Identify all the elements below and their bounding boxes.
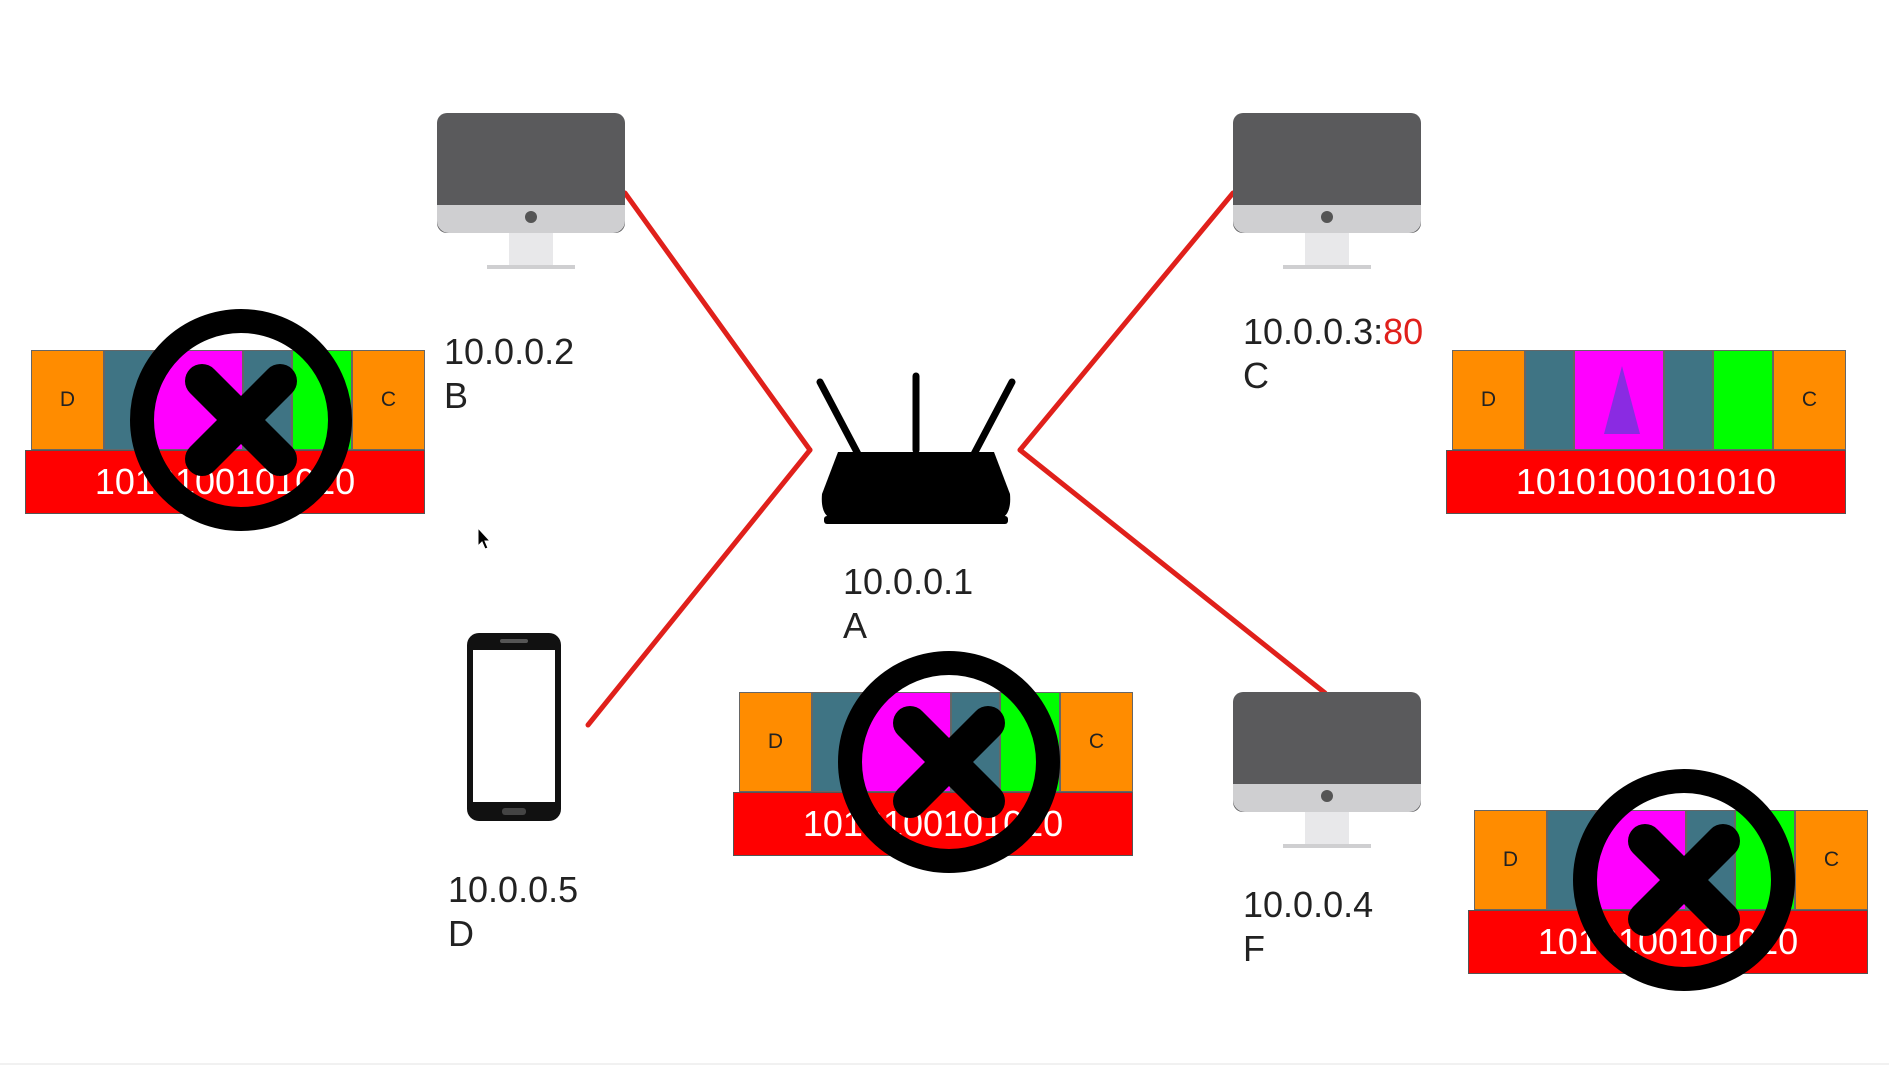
packet-header-field (1713, 350, 1773, 450)
packet-header-field (1664, 350, 1713, 450)
node-f-name: F (1243, 928, 1265, 969)
link-d-to-router (585, 447, 813, 728)
monitor-icon (1233, 113, 1421, 269)
packet-src-field: C (1773, 350, 1846, 450)
packet-dest-field: D (31, 350, 104, 450)
node-b-name: B (444, 375, 469, 416)
cross-circle-icon (838, 651, 1060, 873)
packet-header-field (1525, 350, 1574, 450)
node-f-ip: 10.0.0.4 (1243, 884, 1374, 925)
node-a-ip: 10.0.0.1 (843, 561, 974, 602)
monitor-icon (437, 113, 625, 269)
packet-src-field: C (352, 350, 425, 450)
link-b-to-router (622, 190, 813, 453)
router-icon (816, 372, 1016, 524)
cross-circle-icon (130, 309, 352, 531)
node-c-port-sep: : (1373, 311, 1384, 352)
packet-a: D C 1010100101010 (733, 651, 1139, 873)
packet-src-field: C (1060, 692, 1133, 792)
node-d-ip: 10.0.0.5 (448, 869, 579, 910)
flag-triangle-icon (1604, 366, 1640, 434)
node-c-ip: 10.0.0.3 (1243, 311, 1374, 352)
link-f-to-router (1017, 447, 1328, 696)
node-a-name: A (843, 605, 868, 646)
cross-circle-icon (1573, 769, 1795, 991)
bottom-border (0, 1063, 1889, 1065)
node-c-label: 10.0.0.3:80 C (1243, 310, 1423, 398)
packet-c: D C 1010100101010 (1446, 350, 1852, 515)
link-c-to-router (1017, 190, 1236, 453)
node-b-ip: 10.0.0.2 (444, 331, 575, 372)
node-c-address: 10.0.0.3:80 (1243, 310, 1423, 354)
packet-payload: 1010100101010 (1446, 450, 1846, 514)
node-f-label: 10.0.0.4 F (1243, 883, 1373, 971)
packet-f: D C 1010100101010 (1468, 769, 1874, 991)
node-c-name: C (1243, 355, 1269, 396)
packet-dest-field: D (1474, 810, 1547, 910)
packet-dest-field: D (1452, 350, 1525, 450)
mouse-pointer-icon (477, 527, 492, 550)
smartphone-icon (467, 633, 561, 821)
node-c-port: 80 (1383, 311, 1424, 352)
packet-src-field: C (1795, 810, 1868, 910)
monitor-icon (1233, 692, 1421, 848)
packet-b: D C 1010100101010 (25, 309, 431, 531)
node-a-label: 10.0.0.1 A (843, 560, 973, 648)
node-d-label: 10.0.0.5 D (448, 868, 578, 956)
packet-payload: 1010100101010 (25, 450, 425, 514)
node-d-name: D (448, 913, 474, 954)
packet-dest-field: D (739, 692, 812, 792)
node-b-label: 10.0.0.2 B (444, 330, 574, 418)
